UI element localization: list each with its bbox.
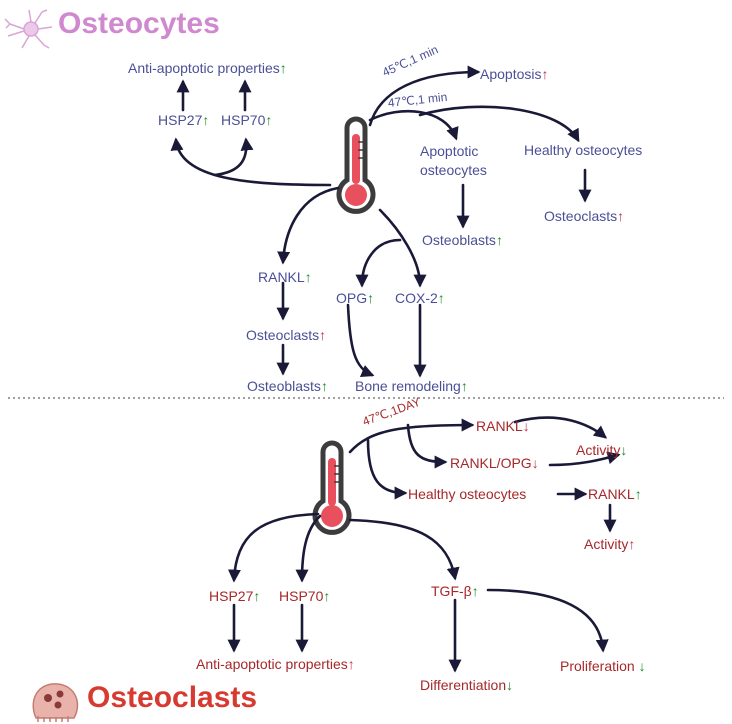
arrow-to-healthy-osteocytes — [418, 105, 580, 143]
osteoclast-cell-icon — [32, 683, 79, 722]
label-cox2: COX-2↑ — [395, 290, 445, 306]
label-bone-remodeling: Bone remodeling↑ — [355, 378, 468, 394]
label-tgf-beta: TGF-β↑ — [431, 583, 479, 599]
label-rankl-opg: RANKL/OPG↓ — [450, 455, 539, 471]
label-healthy-osteocytes-b: Healthy osteocytes — [408, 486, 527, 502]
arrow-to-cox2 — [355, 238, 402, 288]
arrow-rankl-opg-to-activity — [548, 451, 621, 467]
label-osteoclasts-left: Osteoclasts↑ — [246, 327, 327, 343]
label-proliferation: Proliferation ↓ — [560, 658, 646, 674]
arrow-to-apoptotic-osteocytes — [368, 109, 459, 141]
label-osteoblasts-mid: Osteoblasts↑ — [422, 232, 503, 248]
label-apoptosis: Apoptosis↑ — [480, 66, 549, 82]
label-osteoblasts-left: Osteoblasts↑ — [247, 378, 328, 394]
arrow-to-healthy-osteocytes-b — [366, 438, 408, 500]
label-activity-2: Activity↑ — [584, 536, 636, 552]
arrow-to-hsp27 — [170, 137, 332, 187]
arrow-to-rankl-opg — [406, 423, 448, 469]
label-osteoclasts-right: Osteoclasts↑ — [544, 208, 625, 224]
label-rankl-b1: RANKL↓ — [476, 418, 530, 434]
label-differentiation: Differentiation↓ — [420, 677, 514, 693]
label-anti-apoptotic-b: Anti-apoptotic properties↑ — [196, 656, 355, 672]
arrow-to-apoptosis — [368, 65, 481, 127]
label-opg: OPG↑ — [336, 290, 375, 306]
arrow-to-tgf — [348, 518, 460, 581]
label-anti-apoptotic-top: Anti-apoptotic properties↑ — [128, 60, 287, 76]
thermometer-icon-top — [336, 116, 376, 214]
label-hsp27-b: HSP27↑ — [209, 588, 261, 604]
label-rankl-b2: RANKL↑ — [588, 486, 642, 502]
arrow-to-rankl — [277, 186, 340, 265]
arrow-to-opg — [378, 208, 427, 288]
osteocytes-title: Osteocytes — [58, 7, 220, 40]
arrow-to-rankl-1 — [348, 418, 475, 454]
label-hsp70-top: HSP70↑ — [221, 112, 273, 128]
osteoclasts-title: Osteoclasts — [87, 681, 258, 714]
label-rankl-top: RANKL↑ — [258, 269, 312, 285]
arrow-tgf-to-proliferation — [486, 588, 609, 653]
arrow-to-hsp70-b — [295, 514, 322, 583]
label-hsp27-top: HSP27↑ — [158, 112, 210, 128]
osteocyte-cell-icon — [4, 9, 53, 49]
label-apoptotic-osteocytes: Apoptotic osteocytes — [420, 143, 487, 178]
arrow-to-hsp27-b — [227, 512, 320, 583]
label-healthy-osteocytes-top: Healthy osteocytes — [524, 142, 643, 158]
arrow-to-hsp70 — [213, 137, 254, 177]
arrow-opg-to-bone — [346, 303, 375, 378]
arrow-rankl-to-activity — [513, 416, 608, 439]
label-activity-1: Activity↓ — [576, 442, 628, 458]
label-hsp70-b: HSP70↑ — [279, 588, 331, 604]
thermometer-icon-bottom — [312, 440, 352, 535]
